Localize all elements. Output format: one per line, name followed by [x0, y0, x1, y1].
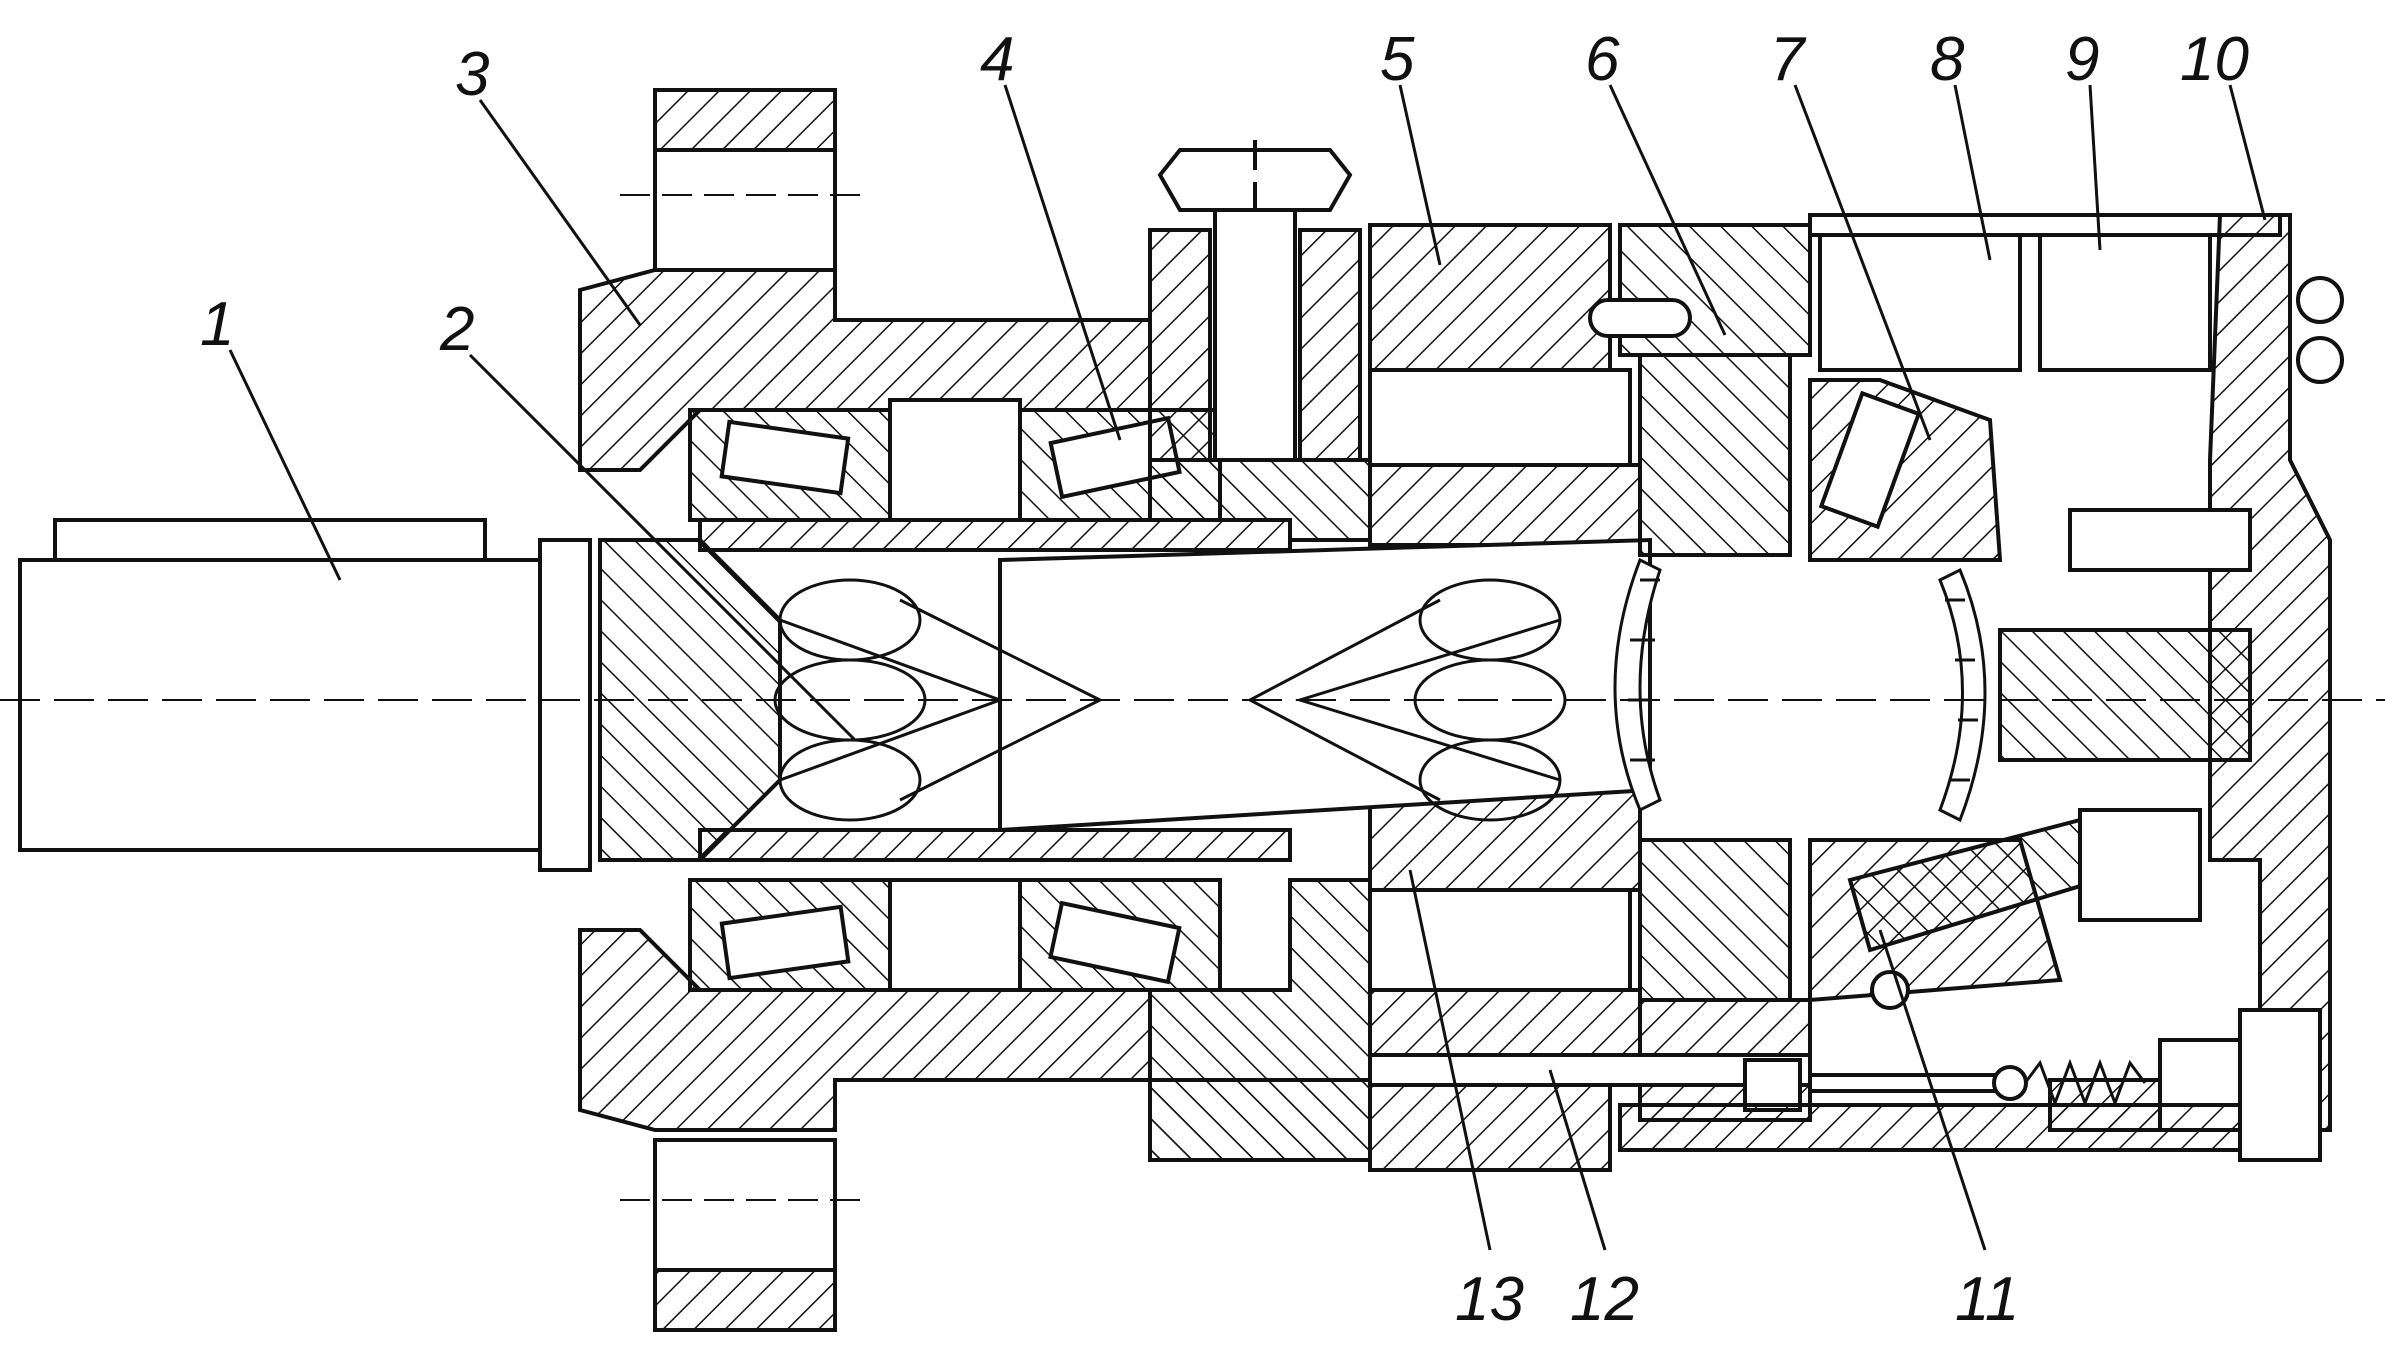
cylinder-block-mid-upper: [1368, 463, 1642, 547]
mounting-flange-bottom-web: [653, 1138, 837, 1272]
plug-body-left: [1148, 228, 1212, 462]
drain-plug-head: [2238, 1008, 2322, 1162]
valve-seat-block: [1743, 1058, 1802, 1112]
label-13: 13: [1455, 1265, 1524, 1334]
cover-nut-bottom: [2296, 336, 2344, 384]
cross-joint-rear: [1938, 567, 1987, 823]
cylinder-base: [1368, 1083, 1612, 1172]
rear-hub: [1998, 628, 2252, 762]
chamber-9: [2038, 233, 2212, 372]
label-9: 9: [2065, 25, 2099, 94]
mounting-flange-top-web: [653, 148, 837, 272]
label-4: 4: [980, 25, 1014, 94]
shaft-sleeve-lower: [698, 828, 1292, 862]
rear-hub-bottom-block: [2078, 808, 2202, 922]
locating-pin: [1588, 298, 1692, 338]
shaft-key: [53, 518, 487, 562]
bearing-spacer-lower: [888, 878, 1022, 992]
cylinder-block-bottom: [1368, 988, 1642, 1062]
bolt-shank: [1213, 208, 1297, 462]
front-bearing-lower: [688, 878, 892, 992]
label-2: 2: [439, 295, 474, 364]
valve-plate-lower: [1638, 838, 1792, 1002]
plug-body-right: [1298, 228, 1362, 462]
label-3: 3: [455, 40, 489, 109]
check-valve-ball: [1992, 1065, 2028, 1101]
drain-pipe: [1808, 1073, 2002, 1093]
leader-lines: [228, 84, 2267, 1251]
shaft-collar: [538, 538, 592, 872]
label-7: 7: [1770, 25, 1807, 94]
swash-tilt-bar: [1818, 390, 1922, 530]
cylinder-block-top: [1368, 223, 1612, 372]
cylinder-bore-upper: [1368, 368, 1632, 467]
cardan-shaft: [998, 537, 1652, 833]
shaft-sleeve-upper: [698, 518, 1292, 552]
bearing-spacer-upper: [888, 398, 1022, 522]
label-12: 12: [1570, 1265, 1639, 1334]
label-11: 11: [1955, 1265, 2019, 1334]
valve-plate-upper: [1638, 353, 1792, 557]
label-6: 6: [1585, 25, 1620, 94]
cylinder-block-mid-lower: [1368, 788, 1642, 892]
hex-bolt-head: [1157, 148, 1353, 212]
front-bearing-upper: [688, 408, 892, 522]
intermediate-base: [1148, 1078, 1372, 1162]
rear-housing-top-rim: [1808, 213, 2282, 237]
rear-bearing-lower: [1018, 878, 1222, 992]
front-housing-lower: [578, 928, 1152, 1132]
label-1: 1: [200, 290, 234, 359]
chamber-8: [1818, 233, 2022, 372]
piston-ball: [1870, 970, 1910, 1010]
rear-hub-top-bolt: [2068, 508, 2252, 572]
cylinder-bore-lower: [1368, 888, 1632, 992]
mounting-flange-bottom: [653, 1268, 837, 1332]
rear-base: [1618, 1103, 2242, 1152]
label-8: 8: [1930, 25, 1965, 94]
drive-shaft-stub: [18, 558, 542, 852]
cover-nut-top: [2296, 276, 2344, 324]
label-10: 10: [2180, 25, 2249, 94]
label-5: 5: [1380, 25, 1415, 94]
mounting-flange-top: [653, 88, 837, 152]
